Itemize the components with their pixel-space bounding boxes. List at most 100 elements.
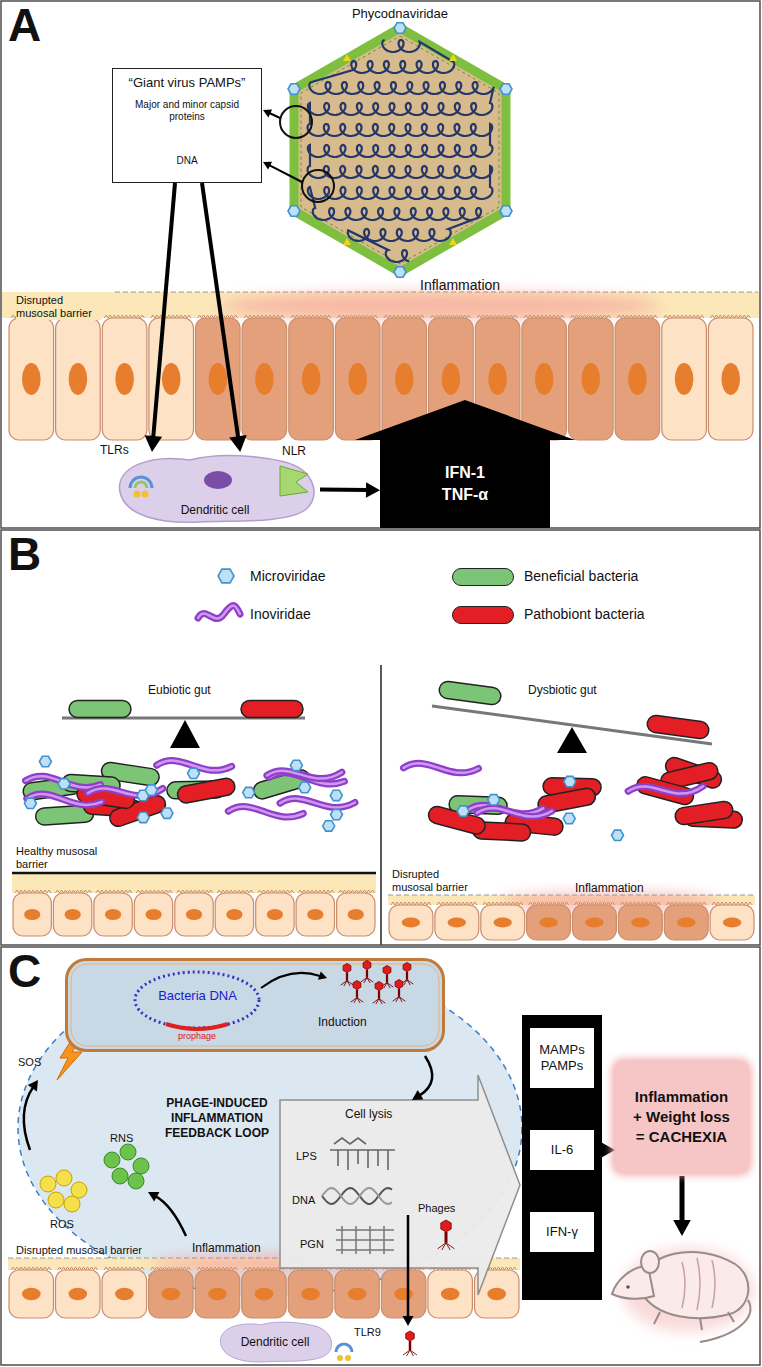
microviridae-icon (394, 267, 406, 277)
epithelial-cell (618, 905, 662, 940)
cell-nucleus (162, 1288, 181, 1300)
cell-nucleus (348, 1288, 367, 1300)
cell-nucleus (105, 909, 121, 920)
barrier-label: Disrupted musosal barrier (16, 294, 102, 320)
bacterium-icon (241, 701, 303, 718)
text-holder: PGN (300, 1234, 324, 1252)
ros-molecule (48, 1192, 64, 1208)
microvilli (483, 902, 523, 905)
phage-legs (393, 997, 406, 1002)
phage-tail (409, 1341, 412, 1350)
arrow-line (407, 1215, 410, 1318)
epithelial-cell (215, 893, 253, 936)
epithelial-cell (175, 893, 213, 936)
text-holder: Inflammation (575, 878, 644, 896)
mouse-legs (654, 1312, 734, 1330)
ros-molecule (56, 1170, 72, 1186)
inoviridae-icon (404, 763, 479, 773)
microvilli (575, 902, 615, 905)
phage-legs (351, 998, 364, 1003)
rns-molecule (112, 1168, 128, 1184)
text-holder: DNA (292, 1190, 315, 1208)
rns-molecule (133, 1158, 149, 1174)
dendritic-cell-body (120, 456, 315, 523)
nlr-receptor (280, 466, 308, 496)
microvilli (244, 1267, 284, 1270)
virus-capsid-inner (301, 36, 499, 264)
cell-label: Dendritic cell (241, 1335, 310, 1349)
arrow-curve (261, 973, 320, 988)
epithelial-cell (256, 893, 294, 936)
epithelial-cell (9, 318, 54, 440)
inoviridae-icon (228, 807, 303, 817)
cell-nucleus (186, 909, 202, 920)
molecule-label: ROS (50, 1218, 74, 1231)
text-holder: Microviridae (250, 567, 325, 585)
text-holder: Disrupted musosal barrier (16, 294, 102, 320)
epithelium (13, 890, 375, 936)
epithelial-cell (9, 1270, 54, 1318)
text-holder: A (8, 0, 41, 50)
cell-nucleus (539, 918, 557, 928)
inoviridae-icon (228, 807, 303, 817)
phage-legs (341, 981, 354, 986)
inoviridae-icon (477, 808, 552, 816)
mouse-body (640, 1252, 748, 1318)
cell-nucleus (24, 909, 40, 920)
region-label: Inflammation (575, 881, 644, 895)
microviridae-icon (564, 776, 576, 786)
phage-tail (346, 973, 348, 981)
bacterium-membrane (71, 964, 439, 1046)
text-holder: Inflammation (192, 1238, 261, 1256)
microvilli (104, 315, 144, 318)
molecule-label: PGN (300, 1238, 324, 1251)
arrow-curve (24, 1087, 34, 1150)
arrow-curve (419, 1056, 432, 1096)
text-holder: RNS (110, 1128, 133, 1146)
epithelial-cell (337, 893, 375, 936)
state-label: Eubiotic gut (148, 683, 211, 697)
microviridae-icon (188, 768, 200, 778)
text-holder: C (8, 946, 41, 996)
microvilli (337, 315, 377, 318)
text-holder: SOS (18, 1052, 41, 1070)
cytokine-block-arrow (355, 400, 575, 528)
connector-line (202, 183, 238, 439)
epithelial-cell (662, 318, 707, 440)
epithelial-cell (435, 905, 479, 940)
microvilli (55, 890, 91, 893)
receptor-label: TLR9 (354, 1326, 381, 1339)
cell-nucleus (22, 1288, 41, 1300)
phage-legs (373, 999, 386, 1004)
epithelial-cell (522, 318, 567, 440)
dendritic-cell: Dendritic cell (215, 1320, 335, 1363)
microvilli (437, 902, 477, 905)
receptor-label: TLRs (100, 443, 129, 457)
legend-text: Beneficial bacteria (524, 567, 638, 585)
cell-nucleus (302, 363, 321, 395)
epithelial-cell (335, 318, 380, 440)
dna-helix (322, 1188, 392, 1204)
phage-legs (361, 978, 374, 983)
cell-nucleus (65, 909, 81, 920)
region-label: Inflammation (192, 1241, 261, 1255)
epithelial-cell (242, 1270, 287, 1318)
text-holder: Phages (418, 1198, 455, 1216)
cell-nucleus (395, 363, 414, 395)
bacterium-icon (69, 701, 131, 718)
text-holder: Cell lysis (345, 1104, 392, 1122)
phage-tail (445, 1232, 448, 1243)
panel-letter: A (8, 0, 41, 50)
cytokine-label: TNF-α (442, 484, 488, 506)
molecule-label: RNS (110, 1132, 133, 1145)
epithelium (9, 315, 753, 440)
connector-arrow (202, 183, 247, 452)
molecule-label: Phages (418, 1202, 455, 1215)
lysis-block-arrow (280, 1075, 520, 1295)
inoviridae-icon (477, 808, 552, 816)
rect-shape (1, 530, 760, 945)
cell-nucleus (442, 363, 461, 395)
text-holder: Disrupted musosal barrier (392, 868, 478, 894)
lps-icon (330, 1138, 395, 1170)
inoviridae-icon (27, 794, 102, 805)
